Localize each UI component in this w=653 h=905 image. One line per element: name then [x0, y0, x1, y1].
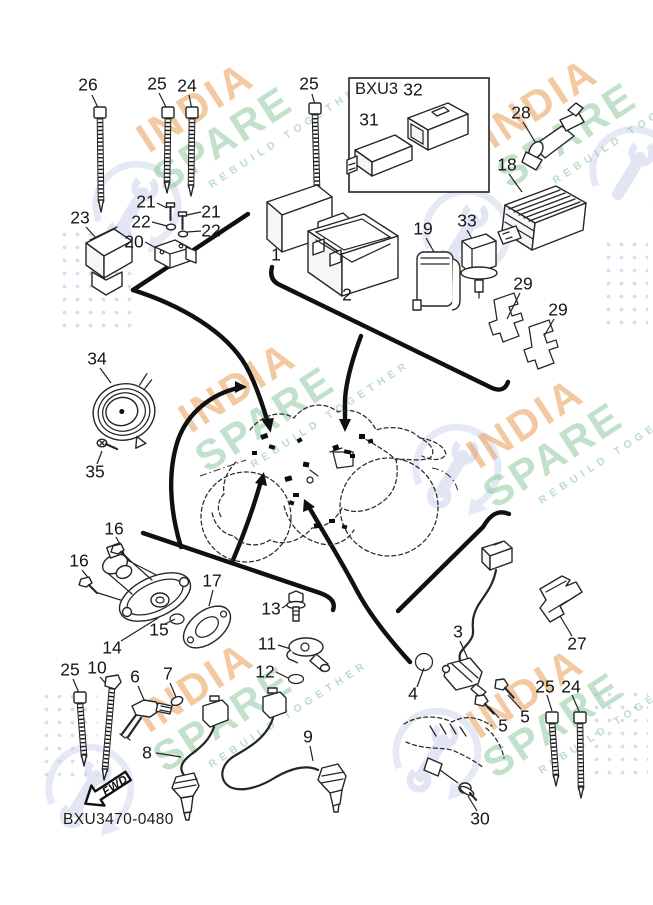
- part-flasher-33: [460, 233, 498, 299]
- part-washer-7: [170, 695, 184, 707]
- part-washer-22b: [177, 230, 189, 238]
- part-speed-sensor-3: [441, 540, 513, 698]
- part-cable-tie-26: [93, 106, 107, 213]
- part-clamp-27: [539, 575, 583, 623]
- part-oring-4: [414, 652, 434, 672]
- part-cable-tie-24b: [573, 711, 587, 799]
- part-relay-19: [412, 251, 461, 311]
- inset-box-label: BXU3: [355, 80, 399, 98]
- inset-box: [346, 77, 490, 193]
- part-relay-23: [85, 226, 133, 296]
- part-damper-29b: [523, 319, 559, 370]
- part-cable-tie-10: [101, 674, 122, 781]
- part-bolt-16a: [110, 543, 131, 562]
- part-bracket-20: [154, 239, 197, 269]
- part-cable-tie-24: [185, 106, 199, 197]
- part-bolt-5b: [474, 694, 496, 716]
- part-oring-12: [287, 673, 305, 685]
- part-bolt-21a: [165, 202, 176, 222]
- motorcycle-sketch: [199, 404, 459, 563]
- part-cable-tie-25: [161, 106, 175, 194]
- harness-blobs: [252, 432, 374, 530]
- part-bolt-13: [286, 590, 306, 622]
- part-connector-32: [407, 102, 469, 151]
- part-damper-29a: [488, 292, 524, 343]
- part-cable-tie-25b: [308, 102, 322, 199]
- part-bolt-5a: [494, 678, 516, 700]
- part-o2-sensor-9: [221, 687, 347, 813]
- part-screw-30: [458, 782, 479, 803]
- part-bracket-2: [307, 213, 399, 297]
- part-gasket-17: [182, 605, 232, 649]
- part-sensor-28: [521, 102, 585, 171]
- diagram-code: BXU3470-0480: [63, 811, 174, 828]
- part-connector-31: [346, 134, 413, 177]
- part-sensor-11: [286, 637, 331, 673]
- part-cable-tie-25d: [73, 691, 88, 767]
- part-washer-22a: [165, 223, 177, 231]
- part-rectifier-18: [497, 185, 587, 251]
- part-horn-34: [92, 373, 156, 449]
- leader-curves: [130, 211, 512, 665]
- part-screw-35: [96, 438, 119, 451]
- part-temp-sensor-6: [119, 699, 173, 741]
- part-bolt-16b: [78, 576, 99, 595]
- wrench-logo-icon: [412, 423, 502, 516]
- part-o2-sensor-8: [171, 695, 229, 821]
- part-bolt-21b: [177, 211, 188, 231]
- part-starter-14: [101, 542, 192, 622]
- part-oring-15: [169, 613, 185, 625]
- part-cable-tie-25c: [545, 711, 560, 787]
- wrench-logo-icon: [589, 125, 653, 205]
- swingarm-sketch: [403, 716, 505, 784]
